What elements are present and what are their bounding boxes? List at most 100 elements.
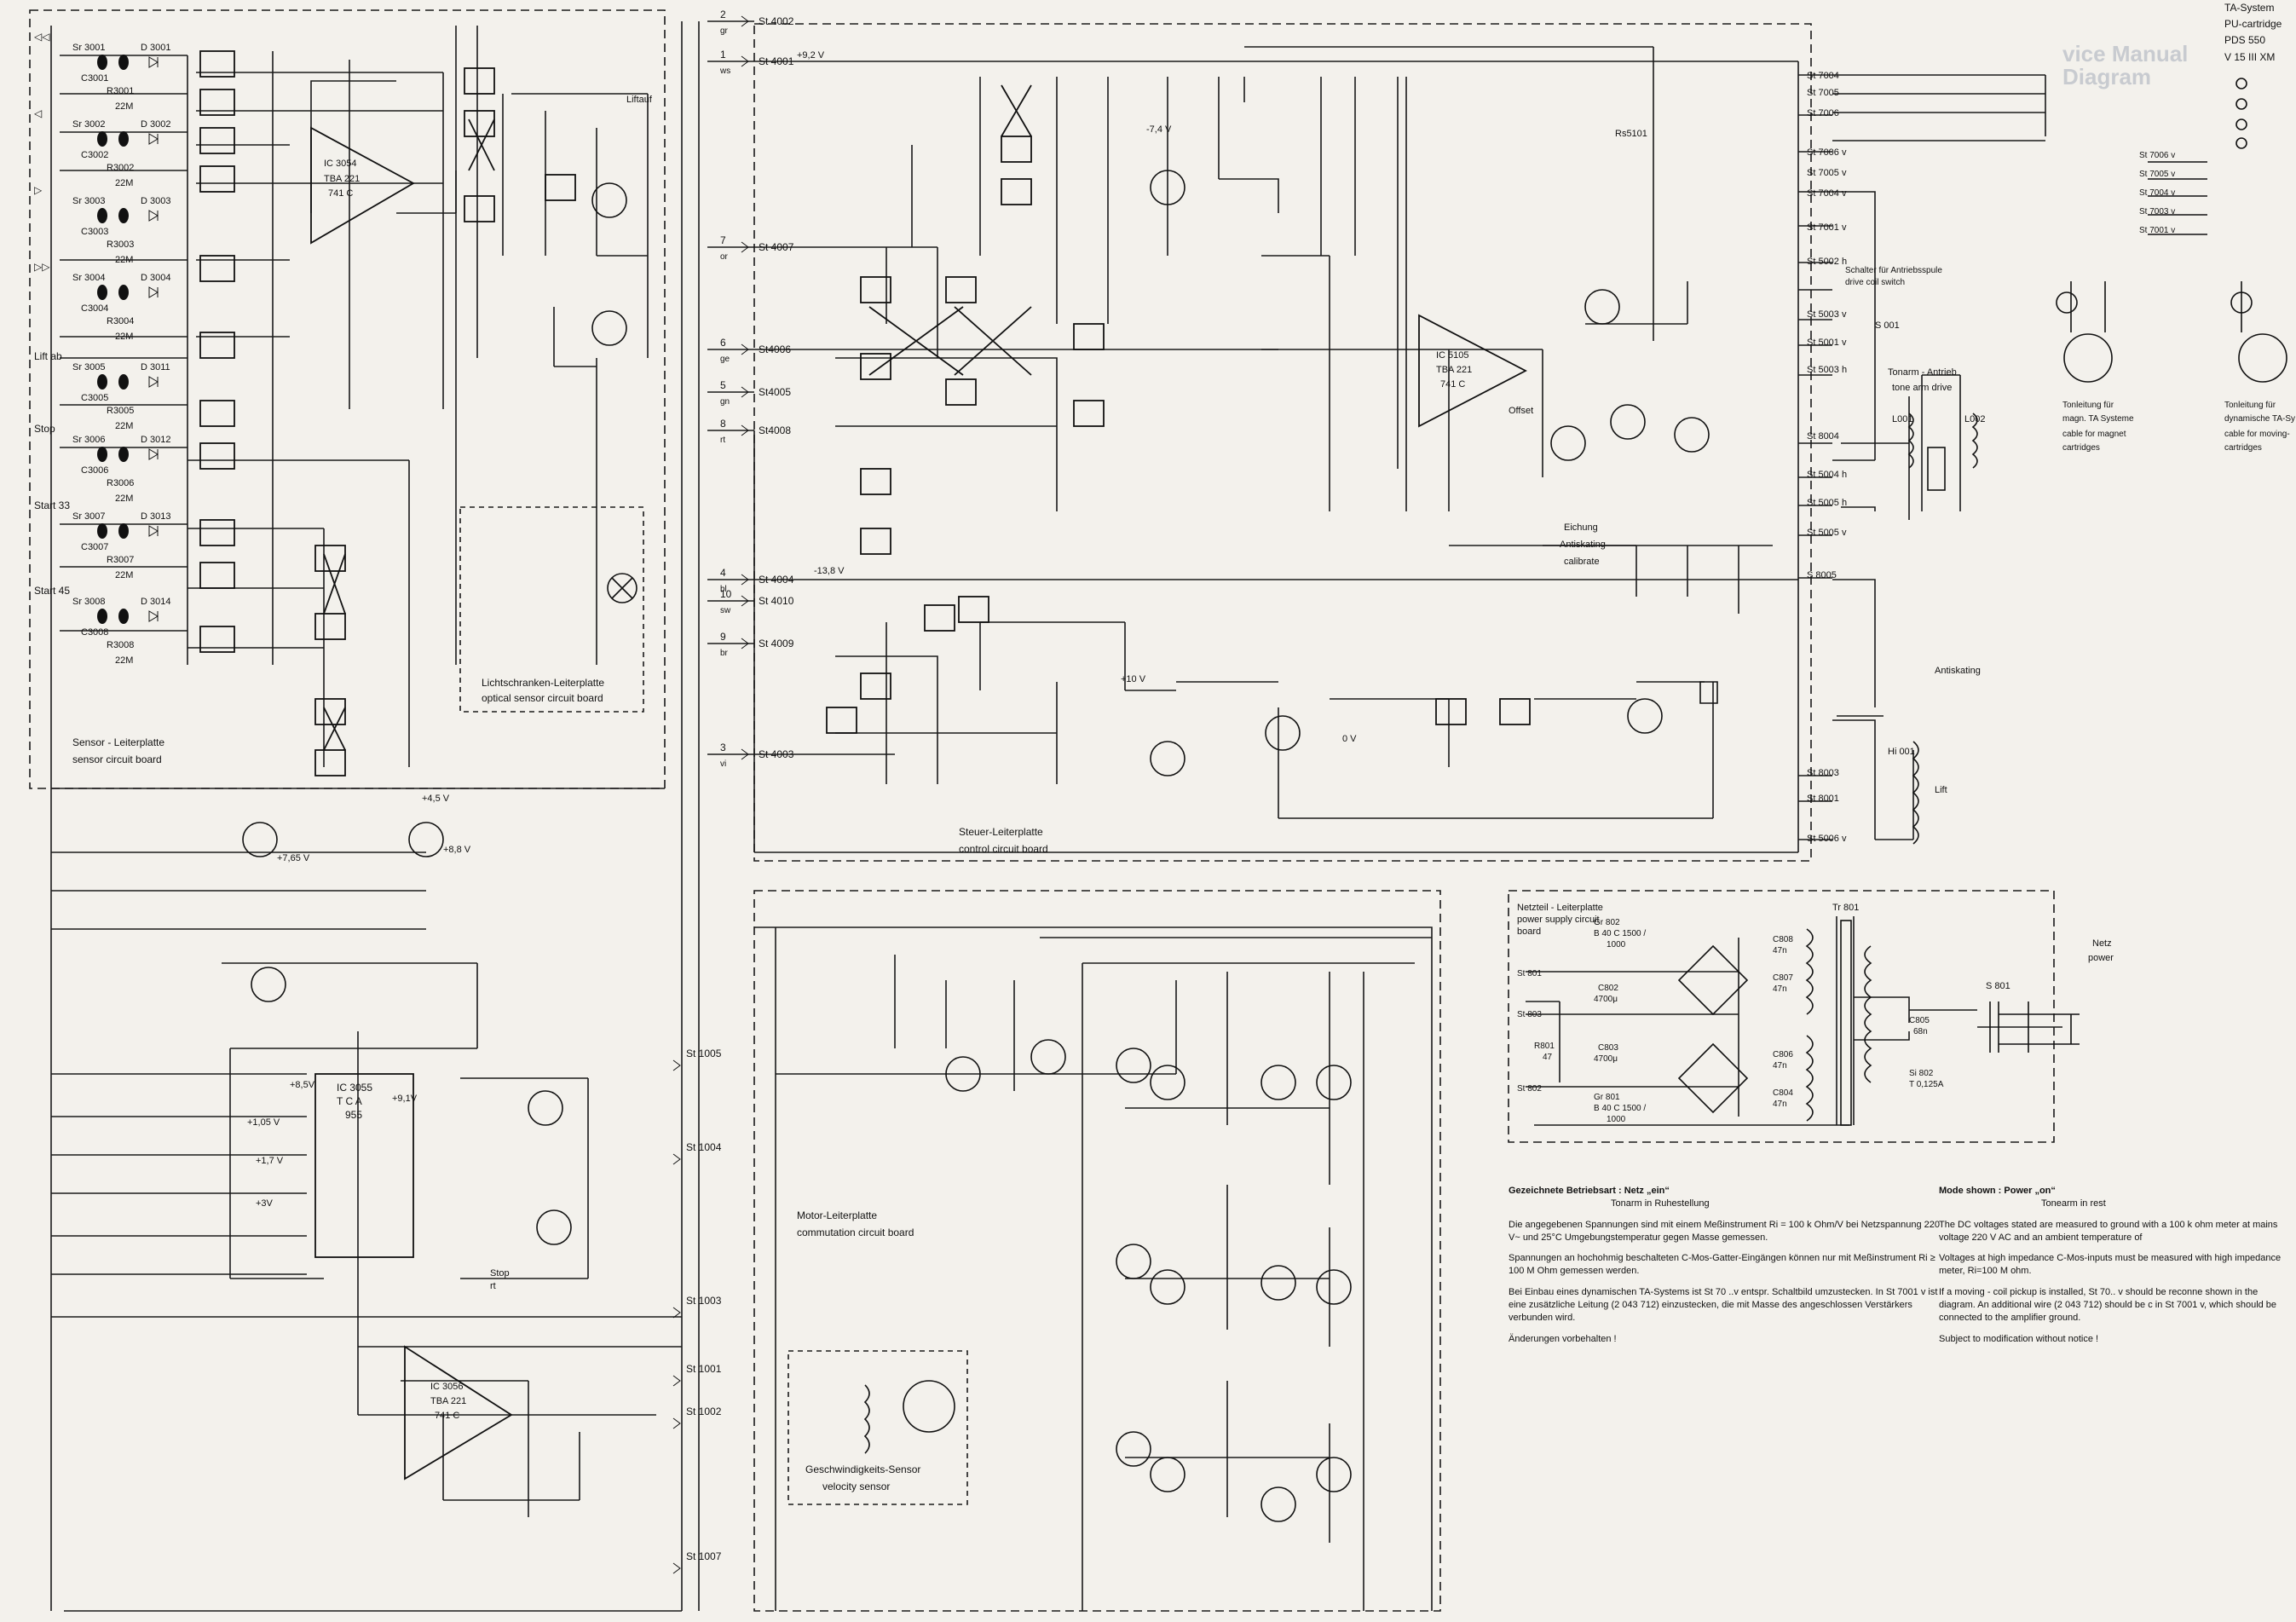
connector-pin-number: 8 — [720, 418, 726, 430]
power-label: power — [2088, 953, 2114, 963]
connector-wire-color: ge — [720, 355, 730, 364]
connector-arrow-icon — [672, 1059, 681, 1071]
connector-left-label: St 4001 — [759, 55, 794, 67]
tonleitung-mag-4: cartridges — [2062, 443, 2100, 453]
psu-part-label: St 801 — [1517, 969, 1542, 978]
sensor-switch-name: Sr 3008 — [72, 597, 106, 607]
t5305-transistor — [1116, 1431, 1151, 1467]
diode-icon — [148, 525, 159, 537]
t3005-transistor — [536, 1209, 572, 1245]
connector-arrow-icon — [672, 1562, 681, 1574]
ic5105-opamp — [1418, 314, 1527, 428]
rt-label: rt — [490, 1281, 496, 1291]
right-connector-label: St 5004 h — [1807, 470, 1847, 480]
sensor-switch-symbol: Start 33 — [34, 499, 70, 511]
notes-en-sub: Tonearm in rest — [2041, 1198, 2106, 1209]
t5102-transistor — [1150, 741, 1185, 776]
ic3054-label: IC 3054 — [324, 159, 357, 169]
connector-arrow-icon — [741, 595, 749, 607]
t5302-transistor — [1030, 1039, 1066, 1075]
t5314-transistor — [1316, 1065, 1352, 1100]
title-line: PDS 550 — [2224, 34, 2266, 47]
sensor-cap-label: C3002 — [81, 150, 108, 160]
offset-label: Offset — [1509, 406, 1533, 416]
schalter-label: Schalter für Antriebsspule — [1845, 266, 1942, 275]
velocity-board-border — [787, 1350, 968, 1505]
connector-wire-color: gn — [720, 397, 730, 407]
psu-part-label: Gr 802 — [1594, 918, 1620, 927]
right-connector-label: St 7005 v — [1807, 168, 1847, 178]
sensor-res-value: 22M — [115, 255, 133, 265]
notes-en-p4: Subject to modification without notice ! — [1939, 1333, 2099, 1344]
sensor-switch-name: Sr 3007 — [72, 511, 106, 522]
sensor-res-label: R3003 — [107, 240, 134, 250]
sensor-res-label: R3005 — [107, 406, 134, 416]
connector-wire-color: sw — [720, 606, 731, 615]
psu-part-label: St 803 — [1517, 1010, 1542, 1019]
connector-arrow-icon — [741, 386, 749, 398]
diode-icon — [148, 210, 159, 222]
coil-hi001 — [1912, 741, 1919, 845]
right-connector-label: St 5006 v — [1807, 834, 1847, 844]
motor-connector-label: St 1007 — [686, 1550, 722, 1562]
psu-part-label: 47n — [1773, 984, 1787, 994]
voltage-annotation: +9,1V — [392, 1094, 418, 1104]
diode-icon — [148, 448, 159, 460]
motor-connector-label: St 1005 — [686, 1048, 722, 1059]
t3006-transistor — [591, 182, 627, 218]
sensor-touch-pad — [118, 609, 129, 624]
t5306-transistor — [1150, 1065, 1185, 1100]
notes-de-mode: Gezeichnete Betriebsart : Netz „ein“ — [1509, 1186, 1670, 1196]
bridge-gr802 — [1677, 944, 1749, 1016]
voltage-annotation: +8,5V — [290, 1080, 315, 1090]
diode-icon — [148, 286, 159, 298]
voltage-annotation: +1,05 V — [247, 1117, 280, 1128]
right-connector-label: St 7004 — [1807, 71, 1839, 81]
ic3055-label: IC 3055 — [337, 1082, 372, 1094]
t5304-transistor — [1116, 1244, 1151, 1279]
t5107-transistor — [1627, 698, 1663, 734]
ghost-title: vice Manual Diagram — [2062, 42, 2188, 89]
sensor-touch-pad — [97, 609, 107, 624]
connector-pin-number: 2 — [720, 9, 726, 20]
notes-de-sub: Tonarm in Ruhestellung — [1611, 1198, 1710, 1209]
voltage-annotation: +9,2 V — [797, 50, 825, 61]
schalter-sublabel: drive coil switch — [1845, 278, 1905, 287]
ta-connector-label: St 7001 v — [2139, 226, 2175, 235]
t5105-transistor — [1584, 289, 1620, 325]
tonleitung-dyn-3: cable for moving- — [2224, 430, 2290, 439]
sensor-cap-label: C3001 — [81, 73, 108, 84]
mag-cartridge-connector — [2063, 333, 2113, 383]
dyn-cartridge-connector — [2238, 333, 2287, 383]
psu-part-label: 1000 — [1607, 1115, 1626, 1124]
connector-left-label: St4005 — [759, 386, 791, 398]
notes-en-p3: If a moving - coil pickup is installed, … — [1939, 1287, 2277, 1323]
connector-left-label: St 4003 — [759, 748, 794, 760]
sensor-switch-symbol: Start 45 — [34, 585, 70, 597]
psu-part-label: C804 — [1773, 1088, 1793, 1098]
sensor-touch-pad — [118, 447, 129, 462]
velocity-sensor-symbol — [903, 1380, 955, 1433]
diode-icon — [148, 376, 159, 388]
connector-left-label: St 4002 — [759, 15, 794, 27]
eichung-label-2: Antiskating — [1560, 540, 1606, 550]
right-connector-label: St 8003 — [1807, 768, 1839, 778]
ic3054-sub: 741 C — [328, 188, 353, 199]
diode-icon — [148, 133, 159, 145]
connector-arrow-icon — [741, 343, 749, 355]
sensor-res-value: 22M — [115, 178, 133, 188]
sensor-res-label: R3004 — [107, 316, 134, 326]
psu-part-label: Si 802 — [1909, 1069, 1934, 1078]
sensor-touch-pad — [118, 208, 129, 223]
rs5101-label: Rs5101 — [1615, 129, 1647, 139]
connector-arrow-icon — [741, 241, 749, 253]
transformer-tr801 — [1840, 920, 1852, 1126]
t5313-transistor — [1260, 1486, 1296, 1522]
t5303-transistor — [1116, 1048, 1151, 1083]
tonarm-sublabel: tone arm drive — [1892, 383, 1952, 393]
sensor-touch-pad — [97, 131, 107, 147]
right-connector-label: St 5005 v — [1807, 528, 1847, 538]
connector-pin-number: 10 — [720, 588, 732, 600]
psu-part-label: 4700μ — [1594, 1054, 1618, 1064]
t5308-transistor — [1150, 1457, 1185, 1492]
